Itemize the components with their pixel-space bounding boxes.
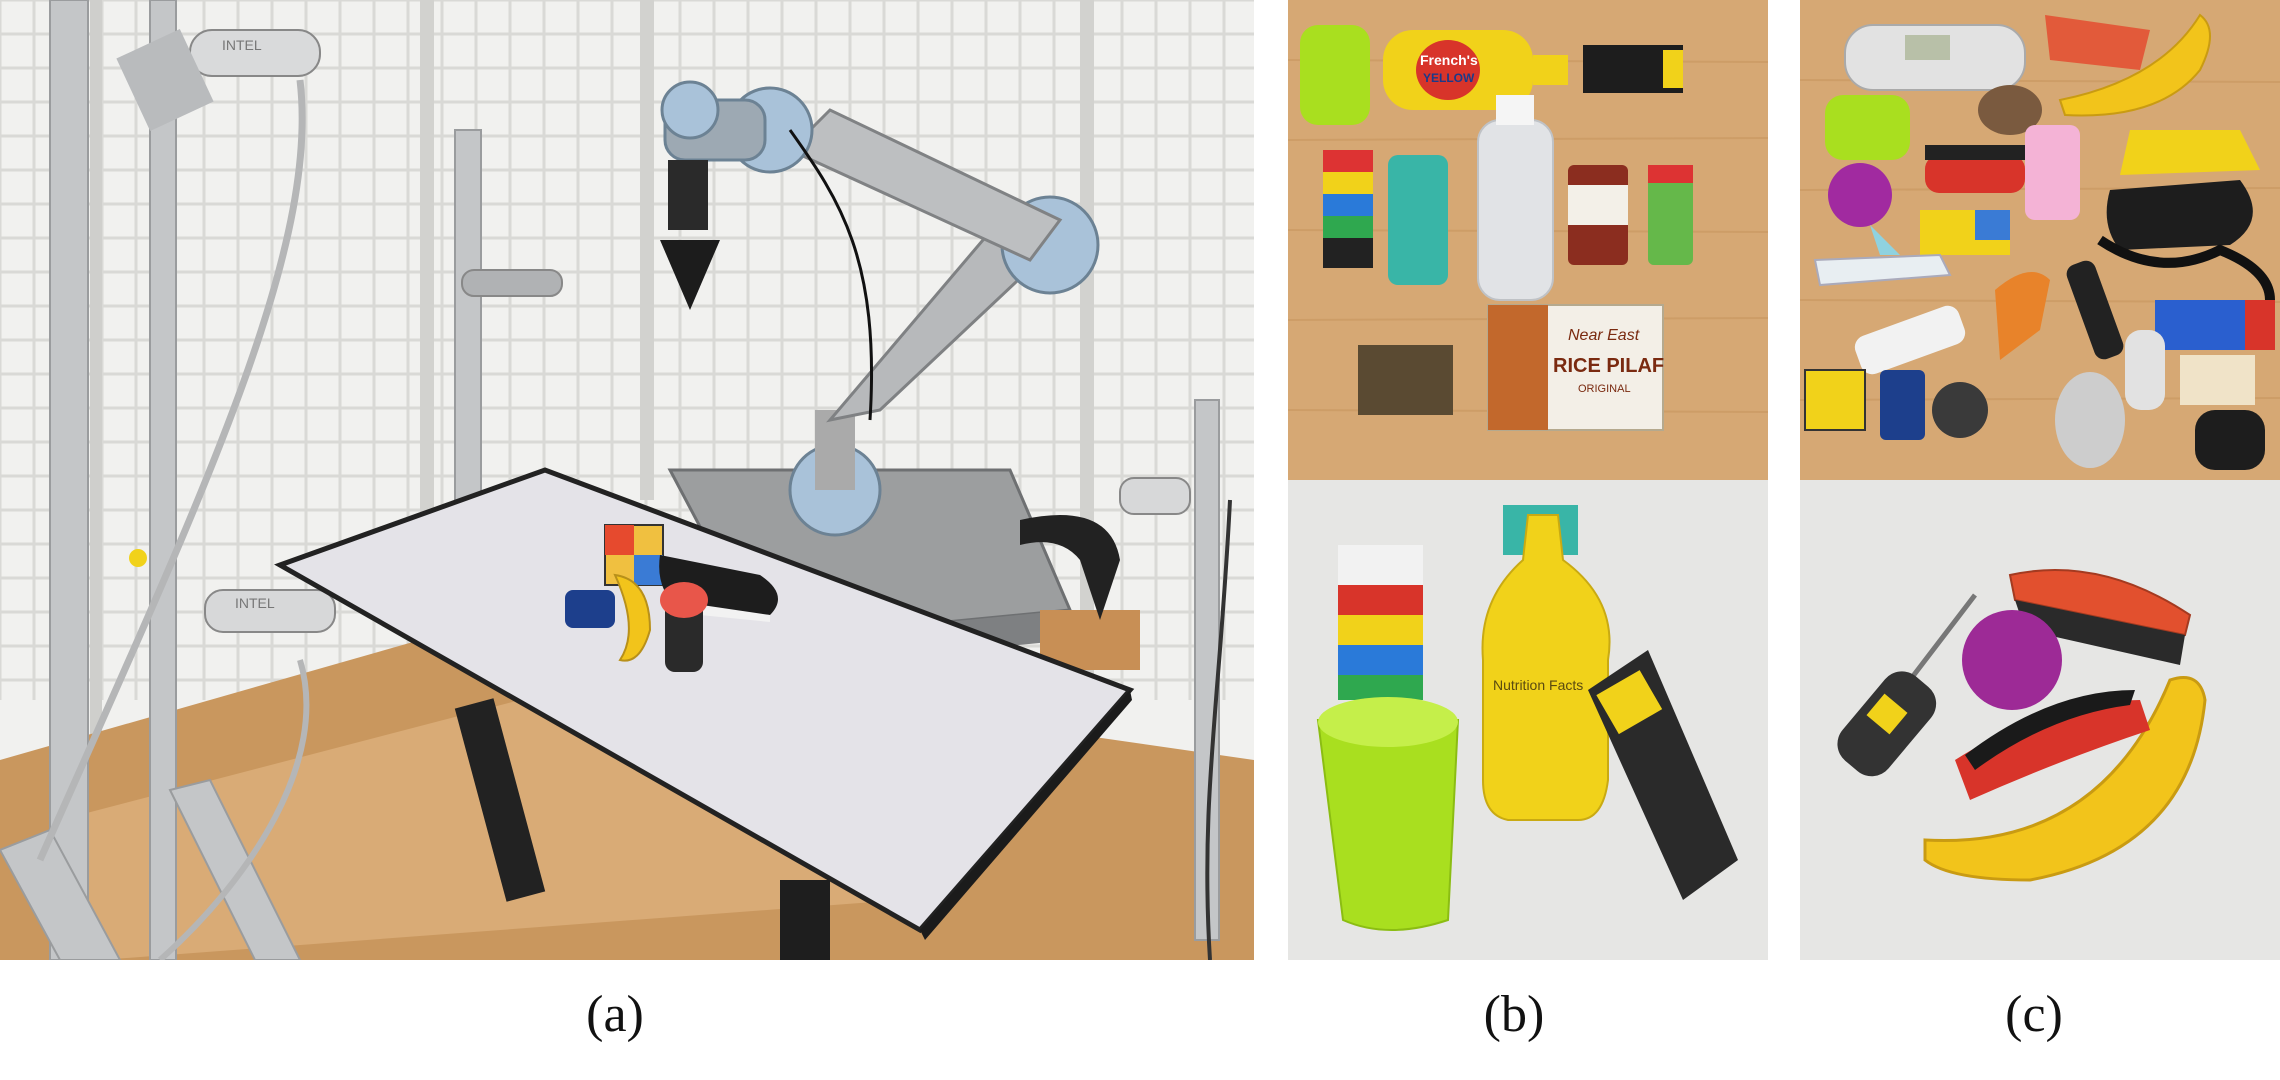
camera-brand-label: INTEL [235, 595, 275, 611]
svg-text:ORIGINAL: ORIGINAL [1578, 383, 1631, 395]
caption-c: (c) [2005, 986, 2063, 1043]
caption-b: (b) [1483, 986, 1545, 1043]
black-cap [2195, 410, 2265, 470]
svg-text:French's: French's [1420, 52, 1478, 68]
objects-on-table [565, 524, 778, 672]
aluminium-frame [0, 0, 1220, 960]
spice-jar [1648, 170, 1693, 265]
work-table [274, 467, 1135, 960]
svg-text:YELLOW: YELLOW [1423, 71, 1475, 85]
hair-brush-bottom [1955, 690, 2150, 800]
svg-text:Nutrition Facts: Nutrition Facts [1493, 677, 1583, 693]
lime-cup-top [1300, 25, 1370, 125]
depth-camera-left: INTEL [204, 589, 336, 633]
tea-box [1358, 345, 1453, 415]
stapler-top [2045, 15, 2150, 70]
usb-cable [2097, 235, 2275, 301]
toy-train-bottom [1588, 650, 1738, 900]
caption-a: (a) [586, 986, 644, 1043]
hair-brush-top [1925, 155, 2025, 193]
glue-bottle [1854, 305, 1966, 375]
rock [1978, 85, 2042, 135]
lime-cup-bottom [1316, 697, 1460, 931]
object-set-c-photo [1800, 0, 2280, 960]
robot-arm [660, 80, 1100, 537]
object-set-b-photo: French's YELLOW Near East RICE PILAF ORI… [1288, 0, 1768, 960]
white-bottle [1477, 119, 1554, 301]
robot-workcell-photo: INTEL INTEL [0, 0, 1254, 960]
depth-camera-top: INTEL [116, 28, 321, 132]
computer-mouse [2055, 372, 2125, 468]
svg-text:RICE PILAF: RICE PILAF [1553, 355, 1664, 377]
toy-car [1880, 370, 1925, 440]
bubble-bottle [2025, 125, 2080, 220]
screwdriver-top [2066, 260, 2124, 360]
toy-boat [2120, 130, 2260, 175]
stapler-bottom [2008, 569, 2192, 665]
stacking-toy-bottom [1338, 545, 1423, 700]
mustard-bottle-bottom: Nutrition Facts [1481, 505, 1611, 821]
purple-ball-top [1828, 163, 1892, 227]
screwdriver-bottom [1837, 593, 1977, 777]
teal-container [1388, 155, 1448, 285]
purple-ball-bottom [1962, 610, 2062, 710]
svg-text:Near East: Near East [1568, 327, 1640, 344]
cream-block [2180, 355, 2255, 405]
white-pipe [2125, 330, 2165, 410]
sneaker [2106, 180, 2253, 250]
banana-top [2058, 13, 2211, 117]
lime-cup-c [1825, 95, 1910, 160]
toy-airplane [1813, 253, 1952, 287]
toy-dinosaur [1995, 272, 2050, 360]
camera-brand-label: INTEL [222, 37, 262, 53]
stacking-toy-top [1323, 150, 1373, 268]
tape-roller [1932, 382, 1988, 438]
depth-camera-right [1119, 477, 1191, 515]
mustard-bottle-top: French's YELLOW [1383, 30, 1568, 110]
banana-bottom [1923, 676, 2207, 882]
rice-pilaf-box: Near East RICE PILAF ORIGINAL [1487, 304, 1664, 431]
rubiks-cube [1804, 369, 1866, 431]
